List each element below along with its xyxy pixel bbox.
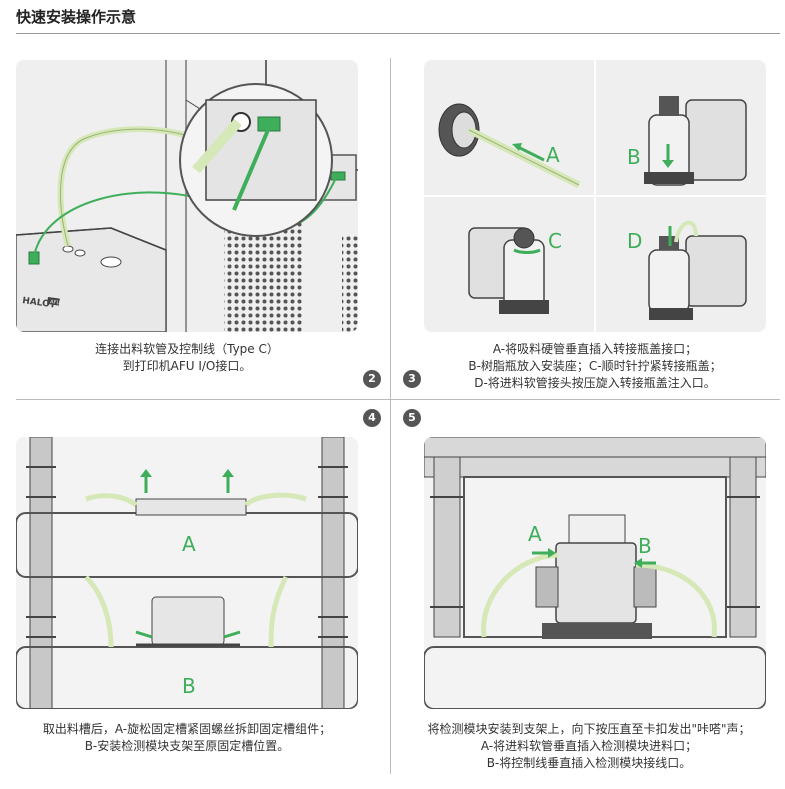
step-3-label-d: D [627,229,642,253]
step-number-badge: 3 [403,370,421,388]
step-3-label-b: B [627,145,641,169]
caption-line: A-将进料软管垂直插入检测模块进料口； [480,739,698,753]
step-5-illustration: A B [424,437,766,709]
step-2-illustration: HALOT AFU [16,60,358,332]
step-3-illustration: A B C D [424,60,766,332]
caption-line: 将检测模块安装到支架上，向下按压直至卡扣发出"咔嗒"声； [427,722,751,736]
step-5-label-b: B [638,534,652,558]
step-5-label-a: A [528,522,542,546]
caption-line: B-将控制线垂直插入检测模块接线口。 [486,756,692,770]
horizontal-divider [16,399,780,400]
step-2-caption: 连接出料软管及控制线（Type C） 到打印机AFU I/O接口。 [16,341,358,375]
step-4-illustration: A B [16,437,358,709]
title-divider [16,33,780,34]
caption-line: 到打印机AFU I/O接口。 [122,359,252,373]
device-badge: AFU [50,299,61,306]
step-5-caption: 将检测模块安装到支架上，向下按压直至卡扣发出"咔嗒"声； A-将进料软管垂直插入… [396,721,782,772]
caption-line: 连接出料软管及控制线（Type C） [95,342,279,356]
step-4-label-a: A [182,532,196,556]
step-3-label-c: C [548,229,562,253]
step-number-badge: 4 [363,409,381,427]
step-3-label-a: A [546,143,560,167]
page-title: 快速安装操作示意 [16,8,137,26]
caption-line: B-树脂瓶放入安装座；C-顺时针拧紧转接瓶盖； [468,359,722,373]
step-number-badge: 5 [403,409,421,427]
step-number-badge: 2 [363,370,381,388]
caption-line: A-将吸料硬管垂直插入转接瓶盖接口； [492,342,698,356]
caption-line: 取出料槽后，A-旋松固定槽紧固螺丝拆卸固定槽组件； [42,722,332,736]
step-4-label-b: B [182,674,196,698]
step-4-caption: 取出料槽后，A-旋松固定槽紧固螺丝拆卸固定槽组件； B-安装检测模块支架至原固定… [4,721,370,755]
step-3-caption: A-将吸料硬管垂直插入转接瓶盖接口； B-树脂瓶放入安装座；C-顺时针拧紧转接瓶… [424,341,766,392]
caption-line: B-安装检测模块支架至原固定槽位置。 [84,739,290,753]
vertical-divider [390,58,391,774]
caption-line: D-将进料软管接头按压旋入转接瓶盖注入口。 [474,376,716,390]
